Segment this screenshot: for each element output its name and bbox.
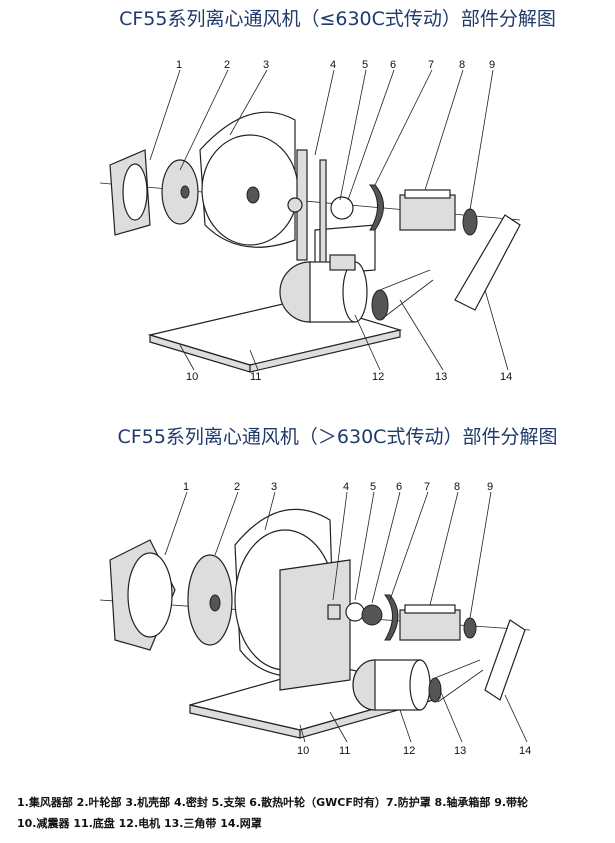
diagram-title-large: CF55系列离心通风机（＞630C式传动）部件分解图 <box>117 426 558 448</box>
parts-legend-line-1: 1.集风器部 2.叶轮部 3.机壳部 4.密封 5.支架 6.散热叶轮（GWCF… <box>17 796 529 809</box>
support-ring <box>345 602 365 622</box>
callout-number: 6 <box>390 59 396 71</box>
callout-number: 12 <box>372 371 384 383</box>
callout-number: 3 <box>263 59 269 71</box>
pulley <box>462 208 478 236</box>
callout-number: 14 <box>500 371 512 383</box>
callout-number: 7 <box>428 59 434 71</box>
cooling-impeller <box>361 604 383 626</box>
callout-number: 9 <box>487 481 493 493</box>
callout-number: 8 <box>454 481 460 493</box>
callout-number: 14 <box>519 745 531 757</box>
callout-number: 10 <box>297 745 309 757</box>
callout-number: 2 <box>234 481 240 493</box>
guard <box>384 594 399 641</box>
callout-number: 7 <box>424 481 430 493</box>
v-belt <box>379 269 434 319</box>
callout-number: 4 <box>343 481 349 493</box>
bearing-box <box>399 604 461 641</box>
callout-number: 2 <box>224 59 230 71</box>
v-belt <box>434 659 484 703</box>
support <box>279 559 351 691</box>
callout-number: 11 <box>250 371 261 383</box>
belt-cover <box>484 619 526 701</box>
callout-number: 13 <box>454 745 466 757</box>
callout-number: 5 <box>362 59 368 71</box>
housing <box>199 111 299 248</box>
callout-number: 10 <box>186 371 198 383</box>
parts-legend-line-2: 10.减震器 11.底盘 12.电机 13.三角带 14.网罩 <box>17 817 262 830</box>
impeller <box>187 554 233 646</box>
seal <box>327 604 341 620</box>
callout-number: 13 <box>435 371 447 383</box>
callout-number: 1 <box>176 59 182 71</box>
diagram-title-small: CF55系列离心通风机（≤630C式传动）部件分解图 <box>119 8 556 30</box>
callout-number: 6 <box>396 481 402 493</box>
collector <box>109 539 176 651</box>
pulley <box>463 617 477 639</box>
callout-number: 3 <box>271 481 277 493</box>
callout-number: 12 <box>403 745 415 757</box>
callout-number: 11 <box>339 745 350 757</box>
impeller <box>161 159 199 225</box>
callout-number: 1 <box>183 481 189 493</box>
belt-cover <box>454 214 521 311</box>
collector <box>109 149 151 236</box>
callout-number: 5 <box>370 481 376 493</box>
guard <box>369 184 384 231</box>
callout-number: 9 <box>489 59 495 71</box>
motor <box>352 659 442 711</box>
callout-number: 8 <box>459 59 465 71</box>
cooling-impeller <box>330 196 354 220</box>
motor <box>279 254 389 323</box>
callout-number: 4 <box>330 59 336 71</box>
bearing-box <box>399 189 456 231</box>
